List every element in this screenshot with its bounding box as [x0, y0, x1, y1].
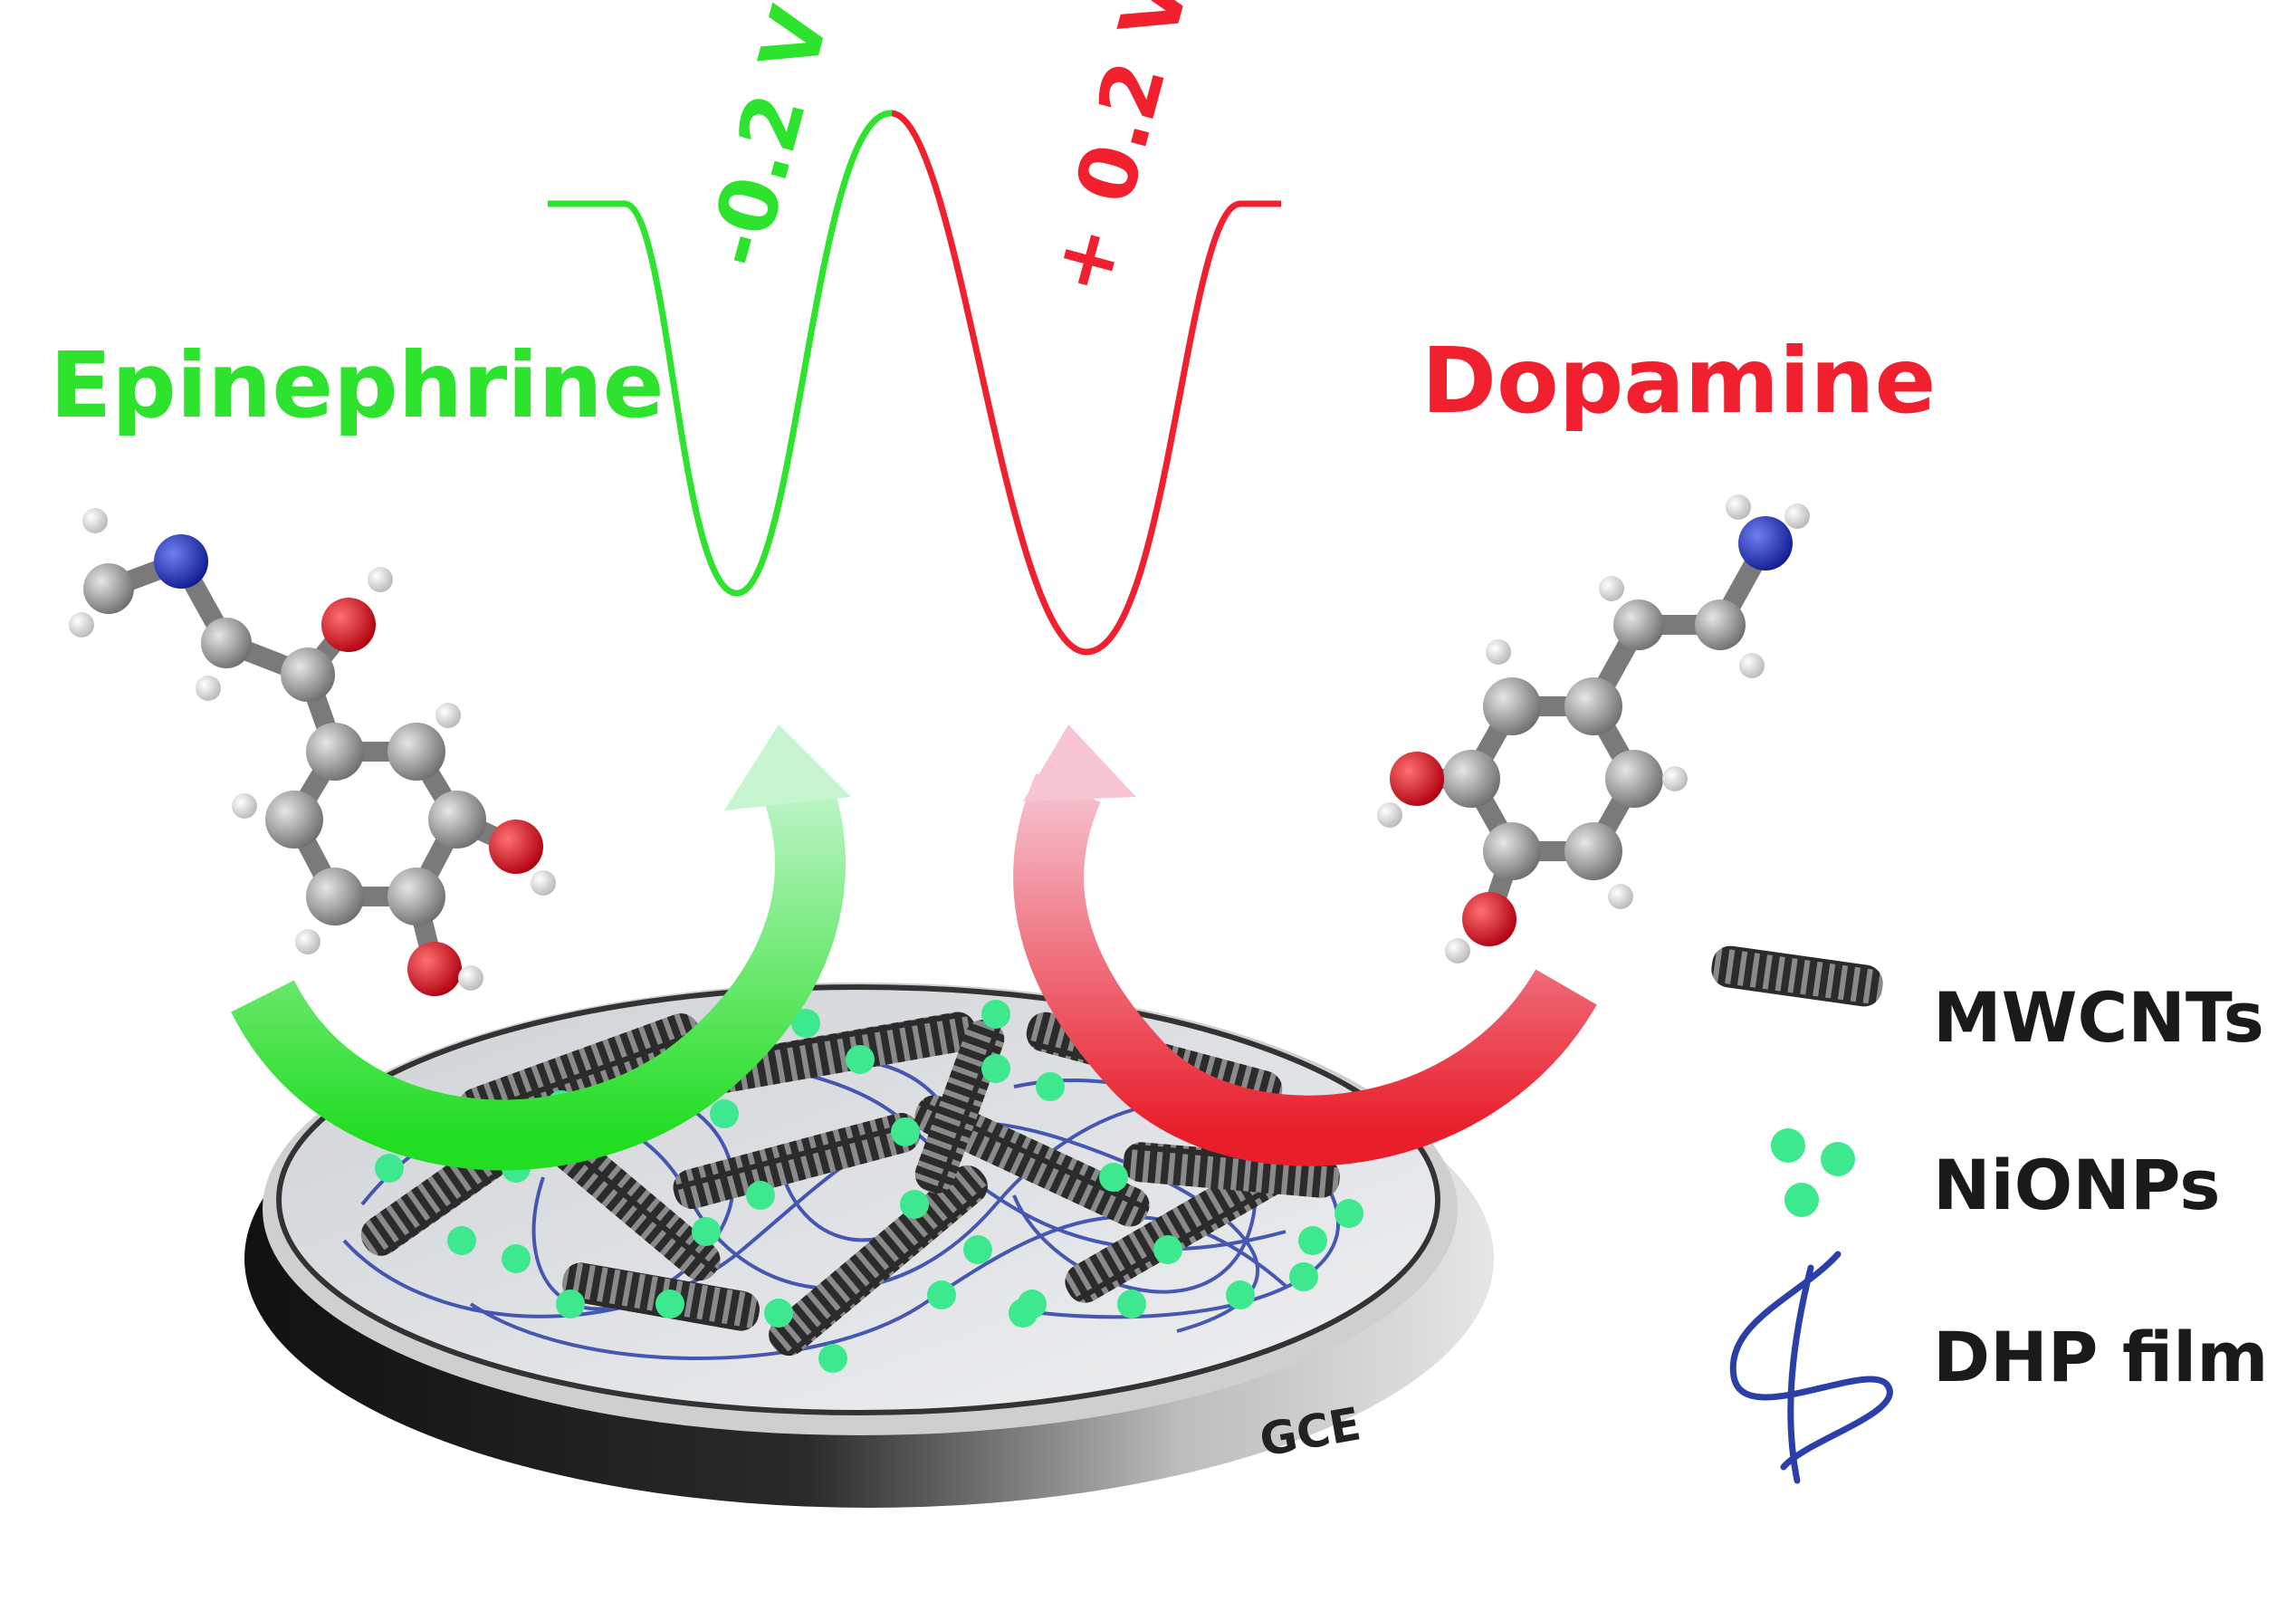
epinephrine-molecule: [69, 508, 556, 996]
dopamine-peak-curve: [891, 110, 1281, 656]
nionp-dot: [891, 1117, 920, 1146]
nionp-dot: [1117, 1290, 1146, 1319]
nionp-dot: [764, 1299, 793, 1328]
mwcnt-layer: [360, 1012, 1340, 1357]
nionp-dot: [981, 1000, 1010, 1029]
nionp-dot: [1099, 1163, 1128, 1192]
nionp-dot: [1289, 1262, 1318, 1291]
nionp-dot: [710, 1099, 739, 1128]
dopamine-reaction-arrow: [1013, 724, 1597, 1166]
nionp-dot: [818, 1344, 847, 1373]
epinephrine-peak-curve: [548, 110, 893, 597]
mwcnt-legend-icon: [1711, 945, 1883, 1007]
dopamine-potential-label: + 0.2 V: [1033, 0, 1207, 303]
dopamine-label: Dopamine: [1421, 328, 1936, 434]
nionp-dot: [1335, 1199, 1363, 1228]
nionp-dot: [1036, 1072, 1065, 1101]
legend-item-dhp: DHP film: [1729, 1251, 2268, 1484]
nionp-dot: [791, 1009, 820, 1038]
mwcnt-rod: [707, 1012, 977, 1093]
legend: MWCNTs NiONPs DHP film: [1711, 945, 2268, 1484]
nionp-dot: [502, 1244, 531, 1273]
nionp-dot: [655, 1290, 684, 1319]
legend-item-mwcnt: MWCNTs: [1711, 945, 2264, 1058]
mwcnt-rod: [914, 1020, 1005, 1194]
nionp-dot: [746, 1181, 775, 1210]
legend-label-mwcnt: MWCNTs: [1933, 977, 2264, 1058]
nionp-dot: [927, 1280, 956, 1309]
voltammogram: -0.2 V + 0.2 V: [548, 0, 1281, 656]
nionp-dot: [556, 1290, 585, 1319]
arrow-head: [1023, 724, 1136, 801]
epinephrine-label: Epinephrine: [50, 332, 665, 438]
mwcnt-rod: [458, 1013, 701, 1127]
epinephrine-potential-label: -0.2 V: [689, 0, 847, 276]
nionp-dot: [1018, 1290, 1047, 1319]
nionp-dot: [692, 1217, 721, 1246]
nionp-dot: [963, 1235, 992, 1264]
legend-label-dhp: DHP film: [1933, 1317, 2268, 1397]
nionp-dot: [846, 1045, 875, 1074]
nionp-dot: [375, 1154, 404, 1183]
nionp-dot: [1153, 1235, 1182, 1264]
mwcnt-rod: [673, 1113, 921, 1209]
dopamine-molecule: [1377, 494, 1810, 964]
nionp-dot: [900, 1190, 929, 1219]
nionp-dot: [447, 1226, 476, 1255]
nionp-dot: [981, 1054, 1010, 1083]
nionp-legend-icon: [1771, 1128, 1855, 1217]
nionp-dot: [1226, 1280, 1255, 1309]
mwcnt-rod: [914, 1095, 1150, 1227]
mwcnt-rod: [769, 1165, 988, 1357]
arrow-head: [724, 724, 851, 810]
nionp-dot: [1298, 1226, 1327, 1255]
legend-item-nionp: NiONPs: [1771, 1128, 2220, 1225]
epinephrine-reaction-arrow: [231, 724, 851, 1171]
legend-label-nionp: NiONPs: [1933, 1145, 2220, 1225]
dhp-legend-icon: [1729, 1251, 1893, 1484]
